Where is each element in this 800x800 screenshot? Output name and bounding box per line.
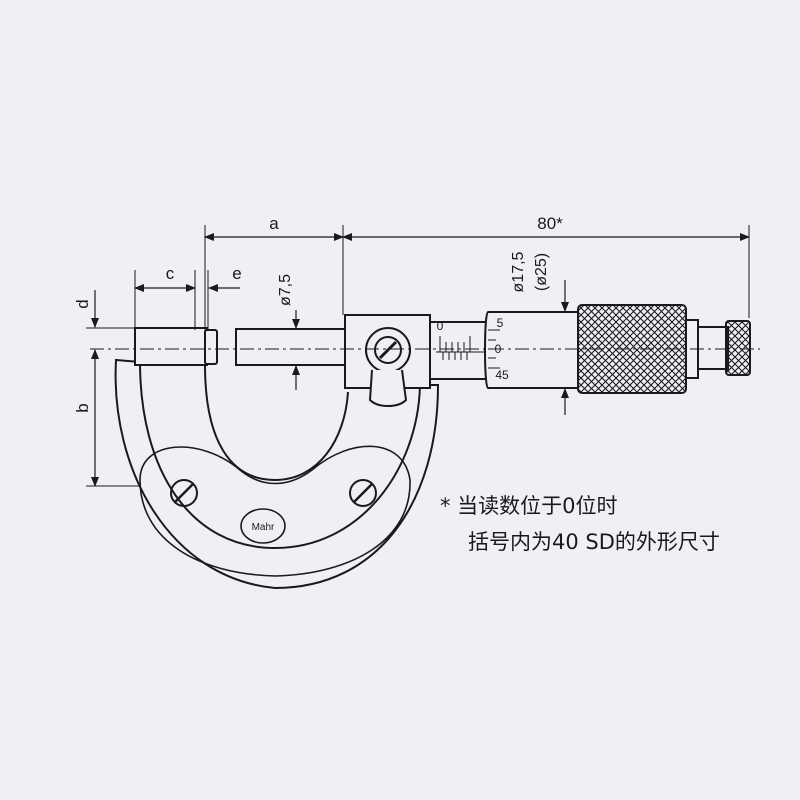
anvil — [134, 327, 208, 366]
right-screw — [349, 479, 377, 507]
thimble — [484, 311, 579, 389]
frame-body — [114, 358, 440, 590]
footnote-line-2: 括号内为40 SD的外形尺寸 — [468, 530, 720, 554]
sleeve-label-0: 0 — [437, 319, 444, 333]
dim-a-label: a — [269, 214, 279, 233]
footnote-line-1: * 当读数位于0位时 — [440, 494, 618, 518]
frame-lower-panel — [139, 445, 411, 577]
thimble-label-45: 45 — [495, 368, 509, 382]
ratchet-neck — [697, 326, 729, 370]
dim-thimble-alt-label: (ø25) — [533, 253, 550, 291]
dim-e-label: e — [232, 264, 241, 283]
dim-thimble-label: ø17,5 — [510, 251, 527, 292]
dim-d-label: d — [73, 299, 92, 308]
left-screw — [170, 479, 198, 507]
dim-c-label: c — [166, 264, 175, 283]
dim-b-label: b — [73, 403, 92, 412]
ratchet-knob[interactable] — [725, 320, 751, 376]
svg-text:Mahr: Mahr — [252, 522, 275, 533]
dim-length-label: 80* — [537, 214, 563, 233]
anvil-face — [204, 329, 218, 365]
frame-inner-arc — [204, 364, 349, 482]
spindle — [235, 328, 347, 366]
dim-spindle-label: ø7,5 — [277, 274, 294, 306]
mahr-logo: Mahr — [240, 508, 286, 544]
lock-lever[interactable] — [365, 327, 411, 407]
thimble-label-5: 5 — [497, 316, 504, 330]
